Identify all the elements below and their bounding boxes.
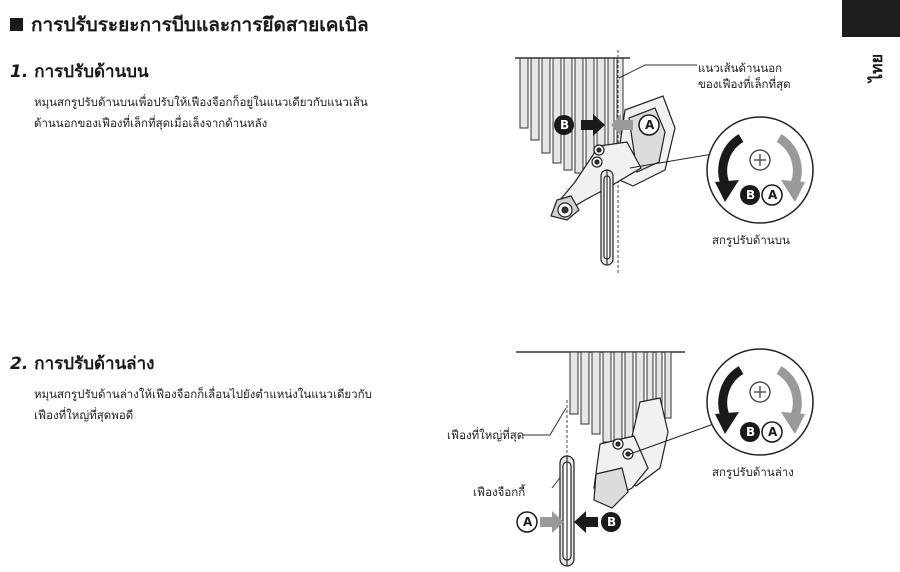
language-tab xyxy=(842,0,900,37)
step-1-marker-b: B xyxy=(560,118,570,132)
step-2-marker-a: A xyxy=(523,515,533,529)
step-2-dial-marker-a: A xyxy=(768,425,778,439)
step-1-callout-outer-line: แนวเส้นด้านนอก ของเฟืองที่เล็กที่สุด xyxy=(698,60,791,92)
step-2-marker-b: B xyxy=(607,515,617,529)
step-2-body: หมุนสกรูปรับด้านล่างให้เฟืองจือกก็เลื่อน… xyxy=(34,384,372,426)
step-1-callout-line-1: แนวเส้นด้านนอก xyxy=(698,61,783,75)
step-2-title-text: การปรับด้านล่าง xyxy=(34,354,155,374)
step-1-title-text: การปรับด้านบน xyxy=(34,62,149,82)
step-2-body-line-1: หมุนสกรูปรับด้านล่างให้เฟืองจือกก็เลื่อน… xyxy=(34,387,372,401)
step-1-derailleur-illustration xyxy=(515,50,814,275)
section-title: การปรับระยะการบีบและการยึดสายเคเบิล xyxy=(10,10,369,40)
bullet-square-icon xyxy=(10,18,23,31)
step-1-marker-a: A xyxy=(645,118,655,132)
step-2-callout-jockey: เฟืองจือกกี้ xyxy=(473,485,526,499)
step-1-number: 1. xyxy=(10,62,29,82)
section-title-text: การปรับระยะการบีบและการยึดสายเคเบิล xyxy=(31,14,369,36)
step-1-dial-marker-a: A xyxy=(768,188,778,202)
step-2-callout-largest: เฟืองที่ใหญ่ที่สุด xyxy=(447,428,525,442)
step-1-body-line-2: ด้านนอกของเฟืองที่เล็กที่สุดเมื่อเล็งจาก… xyxy=(34,116,268,130)
step-2-derailleur-illustration xyxy=(516,348,814,567)
step-2-number: 2. xyxy=(10,354,29,374)
step-1-callout-line-2: ของเฟืองที่เล็กที่สุด xyxy=(698,77,791,91)
step-2-screw-label: สกรูปรับด้านล่าง xyxy=(712,465,794,479)
step-1-dial-marker-b: B xyxy=(746,188,756,202)
step-2-title: 2.การปรับด้านล่าง xyxy=(10,350,154,377)
step-1-body-line-1: หมุนสกรูปรับด้านบนเพื่อปรับให้เฟืองจือกก… xyxy=(34,95,368,109)
step-1-title: 1.การปรับด้านบน xyxy=(10,58,149,85)
language-label: ไทย xyxy=(867,54,886,82)
step-1-screw-label: สกรูปรับด้านบน xyxy=(712,233,790,247)
step-1-body: หมุนสกรูปรับด้านบนเพื่อปรับให้เฟืองจือกก… xyxy=(34,92,368,134)
step-2-body-line-2: เฟืองที่ใหญ่ที่สุดพอดี xyxy=(34,408,134,422)
step-2-dial-marker-b: B xyxy=(746,425,756,439)
